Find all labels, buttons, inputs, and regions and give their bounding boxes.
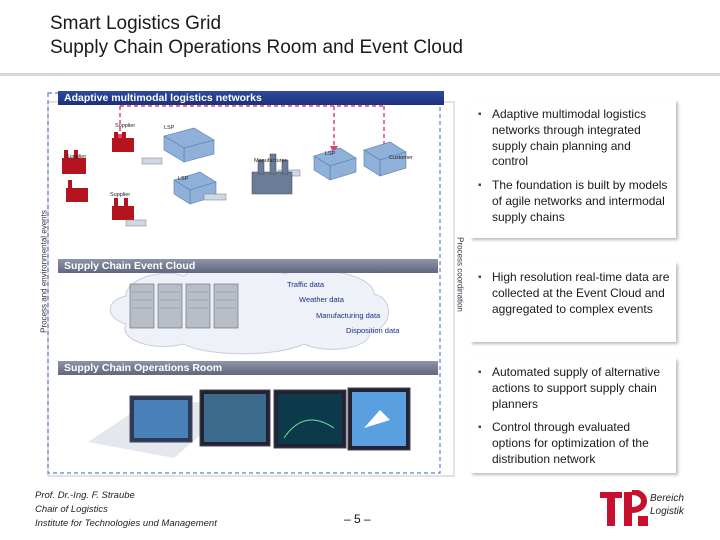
logo-text: Bereich Logistik [650, 492, 684, 518]
cloud-traffic-data: Traffic data [287, 280, 325, 289]
footer-line-1: Prof. Dr.-Ing. F. Straube [35, 490, 135, 501]
cloud-weather-data: Weather data [299, 295, 344, 304]
page-number: – 5 – [344, 512, 371, 526]
title-line-2: Supply Chain Operations Room and Event C… [50, 37, 463, 58]
band-operations-room: Supply Chain Operations Room [58, 361, 438, 375]
title-divider [0, 73, 720, 76]
label-lsp-3: LSP [325, 151, 336, 157]
bullet-item: Automated supply of alternative actions … [470, 365, 676, 412]
cloud-manufacturing-data: Manufacturing data [316, 311, 381, 320]
slide-title: Smart Logistics Grid Supply Chain Operat… [50, 12, 463, 60]
logo-text-line-1: Bereich [650, 493, 684, 504]
label-supplier-mid: Supplier [66, 154, 87, 160]
bullet-panel-cloud: High resolution real-time data are colle… [470, 262, 676, 342]
footer-line-2: Chair of Logistics [35, 504, 108, 515]
label-lsp-2: LSP [178, 176, 189, 182]
bullet-item: High resolution real-time data are colle… [470, 270, 676, 317]
bullet-panel-room: Automated supply of alternative actions … [470, 358, 676, 473]
footer-line-3: Institute for Technologies und Managemen… [35, 518, 217, 529]
side-label-right: Process coordination [453, 220, 467, 330]
side-label-right-text: Process coordination [455, 237, 465, 312]
bullet-panel-networks: Adaptive multimodal logistics networks t… [470, 100, 676, 238]
side-label-left-text: Process and environmental events [39, 210, 49, 333]
logistics-diagram [47, 92, 455, 477]
bullet-item: Adaptive multimodal logistics networks t… [470, 107, 676, 170]
logo-text-line-2: Logistik [650, 506, 684, 517]
cloud-disposition-data: Disposition data [346, 326, 400, 335]
university-logo-icon [600, 490, 648, 526]
side-label-left: Process and environmental events [36, 205, 50, 345]
footer-author: Prof. Dr.-Ing. F. Straube Chair of Logis… [35, 489, 217, 531]
supply-network [62, 127, 407, 227]
label-supplier-top: Supplier [115, 123, 136, 129]
label-manufacturer: Manufacturer [254, 158, 287, 164]
operations-room-monitors [88, 387, 411, 458]
title-line-1: Smart Logistics Grid [50, 13, 222, 34]
label-customer: Customer [389, 155, 413, 161]
bullet-item: The foundation is built by models of agi… [470, 178, 676, 225]
label-lsp-1: LSP [164, 125, 175, 131]
server-rack-group [129, 283, 239, 329]
label-supplier-low: Supplier [110, 192, 131, 198]
bullet-item: Control through evaluated options for op… [470, 420, 676, 467]
band-adaptive-networks: Adaptive multimodal logistics networks [58, 91, 444, 105]
band-event-cloud: Supply Chain Event Cloud [58, 259, 438, 273]
